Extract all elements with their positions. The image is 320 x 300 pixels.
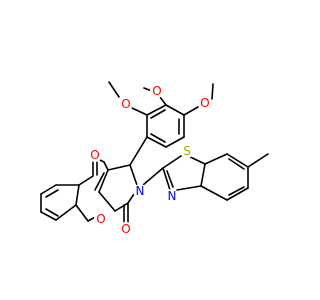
bond <box>45 208 59 217</box>
bond <box>94 172 105 191</box>
bond <box>226 153 249 168</box>
bond <box>78 175 94 186</box>
bond <box>165 136 185 148</box>
atom-label-layer: O O O O O O N S N <box>88 84 212 236</box>
bond <box>165 104 185 116</box>
bond <box>166 170 174 188</box>
bond <box>45 189 59 198</box>
bond <box>200 185 228 201</box>
bond <box>75 204 89 222</box>
bond <box>107 164 131 171</box>
bond <box>103 161 109 171</box>
oxygen-atom-label: O <box>152 84 161 98</box>
bond <box>226 187 249 201</box>
oxygen-atom-label: O <box>90 148 99 162</box>
bond <box>98 191 116 212</box>
bond <box>108 81 120 98</box>
bond <box>150 133 166 143</box>
bond <box>131 107 148 116</box>
bond <box>204 153 228 165</box>
bond <box>183 106 199 116</box>
nitrogen-atom-label: N <box>136 184 145 198</box>
bond <box>162 153 185 169</box>
molecule-structure: O O O O O O N S N <box>40 81 269 236</box>
bond <box>176 185 202 191</box>
bond <box>228 158 245 170</box>
bond <box>146 136 167 148</box>
bond <box>99 159 105 163</box>
oxygen-atom-label: O <box>96 212 105 226</box>
bond <box>129 164 139 189</box>
bond <box>200 163 206 187</box>
bond <box>228 186 245 196</box>
bond <box>247 153 269 168</box>
bond <box>162 167 171 191</box>
sulfur-atom-label: S <box>183 144 191 158</box>
bond <box>98 169 109 193</box>
oxygen-atom-label: O <box>200 96 209 110</box>
bond <box>40 211 57 221</box>
bond <box>146 104 167 116</box>
bond <box>142 167 164 186</box>
bond <box>150 109 166 119</box>
oxygen-atom-label: O <box>121 222 130 236</box>
bond <box>114 202 129 212</box>
bond <box>40 184 57 195</box>
bond <box>129 136 148 166</box>
bond-layer <box>40 81 269 223</box>
bond <box>211 83 214 100</box>
oxygen-atom-label: O <box>121 97 130 111</box>
bond <box>75 184 80 206</box>
nitrogen-atom-label: N <box>168 189 177 203</box>
bond <box>55 204 77 221</box>
